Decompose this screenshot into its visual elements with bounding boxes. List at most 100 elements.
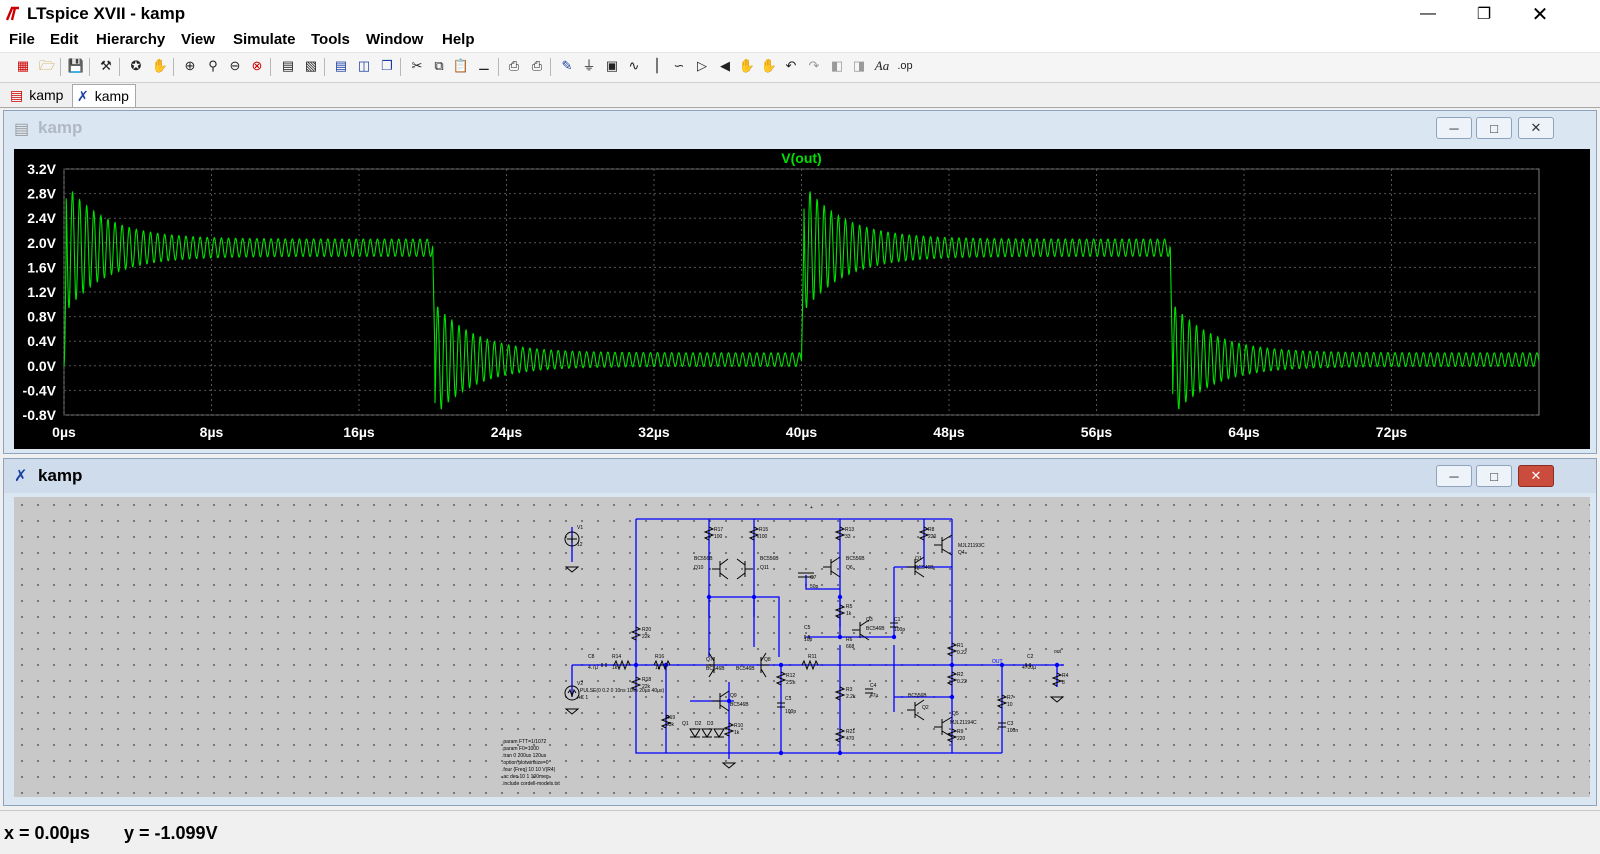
svg-text:OUT: OUT xyxy=(992,659,1003,665)
add-trace-icon[interactable]: ▧ xyxy=(304,58,318,73)
autorange-icon[interactable]: ▤ xyxy=(281,58,295,73)
paste-icon[interactable]: 📋 xyxy=(452,58,470,73)
svg-text:1k: 1k xyxy=(734,730,740,736)
inductor-icon[interactable]: ∽ xyxy=(673,58,685,73)
title-bar: LTspice XVII - kamp — ❐ ✕ xyxy=(0,0,1600,28)
cascade-icon[interactable]: ❐ xyxy=(381,58,393,73)
svg-text:BC546B: BC546B xyxy=(736,666,755,672)
schematic-close-button[interactable]: ✕ xyxy=(1518,465,1554,487)
waveform-chart[interactable]: 3.2V2.8V2.4V2.0V1.6V1.2V0.8V0.4V0.0V-0.4… xyxy=(14,149,1590,449)
x-tick-label: 8µs xyxy=(200,424,224,440)
x-tick-label: 48µs xyxy=(933,424,965,440)
mirror-icon[interactable]: ◨ xyxy=(852,58,866,73)
svg-text:Q1: Q1 xyxy=(915,556,922,562)
schematic-window-icon: ✗ xyxy=(14,468,28,485)
ground-icon[interactable]: ⏚ xyxy=(582,58,596,73)
zoom-fit-icon[interactable]: ⊗ xyxy=(251,58,263,73)
svg-text:+: + xyxy=(810,505,813,511)
resistor-icon[interactable]: ∿ xyxy=(628,58,640,73)
waveform-icon: ▤ xyxy=(10,86,24,103)
svg-text:D2: D2 xyxy=(695,721,702,727)
menu-hierarchy[interactable]: Hierarchy xyxy=(96,31,166,48)
y-tick-label: -0.4V xyxy=(23,382,57,398)
schematic-nodes xyxy=(633,594,1060,756)
control-panel-icon[interactable]: ⚒ xyxy=(100,58,112,73)
svg-text:1k: 1k xyxy=(655,665,661,671)
halt-icon[interactable]: ✋ xyxy=(151,58,169,73)
maximize-button[interactable]: ❐ xyxy=(1456,0,1512,28)
find-icon[interactable]: ⚊ xyxy=(478,58,490,73)
drag-icon[interactable]: ✋ xyxy=(760,58,778,73)
waveform-maximize-button[interactable]: □ xyxy=(1476,117,1512,139)
close-button[interactable]: ✕ xyxy=(1512,0,1568,28)
open-icon[interactable]: 🗁 xyxy=(38,58,56,73)
svg-text:MJL21194C: MJL21194C xyxy=(950,720,977,726)
menu-edit[interactable]: Edit xyxy=(50,31,79,48)
text-icon[interactable]: Aa xyxy=(874,58,890,73)
svg-text:Q7: Q7 xyxy=(706,657,713,663)
component-icon[interactable]: ◀ xyxy=(720,58,730,73)
menu-help[interactable]: Help xyxy=(442,31,475,48)
tab-waveform-kamp[interactable]: ▤ kamp xyxy=(6,84,72,106)
menu-window[interactable]: Window xyxy=(366,31,424,48)
svg-text:0.22: 0.22 xyxy=(957,650,967,656)
waveform-window-icon: ▤ xyxy=(14,121,30,138)
new-schematic-icon[interactable]: ▦ xyxy=(16,58,30,73)
tile-vertical-icon[interactable]: ◫ xyxy=(357,58,371,73)
wire-icon[interactable]: ✎ xyxy=(561,58,573,73)
diode-icon[interactable]: ▷ xyxy=(697,58,707,73)
svg-text:BC546B: BC546B xyxy=(730,702,749,708)
minimize-button[interactable]: — xyxy=(1400,0,1456,28)
menu-simulate[interactable]: Simulate xyxy=(233,31,296,48)
schematic-maximize-button[interactable]: □ xyxy=(1476,465,1512,487)
x-tick-label: 72µs xyxy=(1376,424,1408,440)
svg-text:.option plotwinsize=0: .option plotwinsize=0 xyxy=(502,760,549,766)
print-preview-icon[interactable]: ⎙ xyxy=(508,58,520,73)
run-icon[interactable]: ✪ xyxy=(130,58,142,73)
spice-directive-icon[interactable]: .op xyxy=(897,60,913,72)
zoom-out-icon[interactable]: ⊖ xyxy=(229,58,241,73)
svg-text:Q2: Q2 xyxy=(922,705,929,711)
undo-icon[interactable]: ↶ xyxy=(785,58,797,73)
cut-icon[interactable]: ✂ xyxy=(411,58,423,73)
svg-text:V2: V2 xyxy=(577,681,583,687)
svg-text:BC546B: BC546B xyxy=(915,565,934,571)
redo-icon[interactable]: ↷ xyxy=(808,58,820,73)
x-tick-label: 40µs xyxy=(786,424,818,440)
svg-text:R12: R12 xyxy=(786,673,795,679)
save-icon[interactable]: 💾 xyxy=(67,58,85,73)
schematic-minimize-button[interactable]: ─ xyxy=(1436,465,1472,487)
print-icon[interactable]: ⎙ xyxy=(531,58,543,73)
capacitor-icon[interactable]: ⎪ xyxy=(652,58,662,73)
tab-schematic-kamp[interactable]: ✗ kamp xyxy=(72,84,136,107)
svg-text:50p: 50p xyxy=(810,584,819,590)
toolbar: ▦ 🗁 💾 ⚒ ✪ ✋ ⊕ ⚲ ⊖ ⊗ ▤ ▧ ▤ ◫ ❐ ✂ ⧉ 📋 ⚊ ⎙ … xyxy=(0,53,1600,83)
waveform-close-button[interactable]: ✕ xyxy=(1518,117,1554,139)
svg-text:4.7µ: 4.7µ xyxy=(588,665,598,671)
svg-text:R5: R5 xyxy=(846,604,853,610)
move-icon[interactable]: ✋ xyxy=(738,58,756,73)
rotate-icon[interactable]: ◧ xyxy=(830,58,844,73)
y-tick-label: 0.8V xyxy=(27,309,56,325)
y-tick-label: 2.0V xyxy=(27,235,56,251)
label-net-icon[interactable]: ▣ xyxy=(605,58,619,73)
waveform-window-title: kamp xyxy=(38,118,83,137)
menu-view[interactable]: View xyxy=(181,31,215,48)
copy-icon[interactable]: ⧉ xyxy=(434,58,444,73)
svg-text:1k: 1k xyxy=(612,665,618,671)
close-icon: ✕ xyxy=(1531,3,1549,26)
svg-text:R18: R18 xyxy=(642,677,651,683)
svg-text:C7: C7 xyxy=(810,575,817,581)
waveform-minimize-button[interactable]: ─ xyxy=(1436,117,1472,139)
menu-tools[interactable]: Tools xyxy=(311,31,350,48)
zoom-in-icon[interactable]: ⊕ xyxy=(184,58,196,73)
series-line-vout xyxy=(63,190,1540,410)
menu-file[interactable]: File xyxy=(9,31,35,48)
svg-text:out: out xyxy=(1054,649,1062,655)
tile-horizontal-icon[interactable]: ▤ xyxy=(334,58,348,73)
pan-icon[interactable]: ⚲ xyxy=(208,58,218,73)
